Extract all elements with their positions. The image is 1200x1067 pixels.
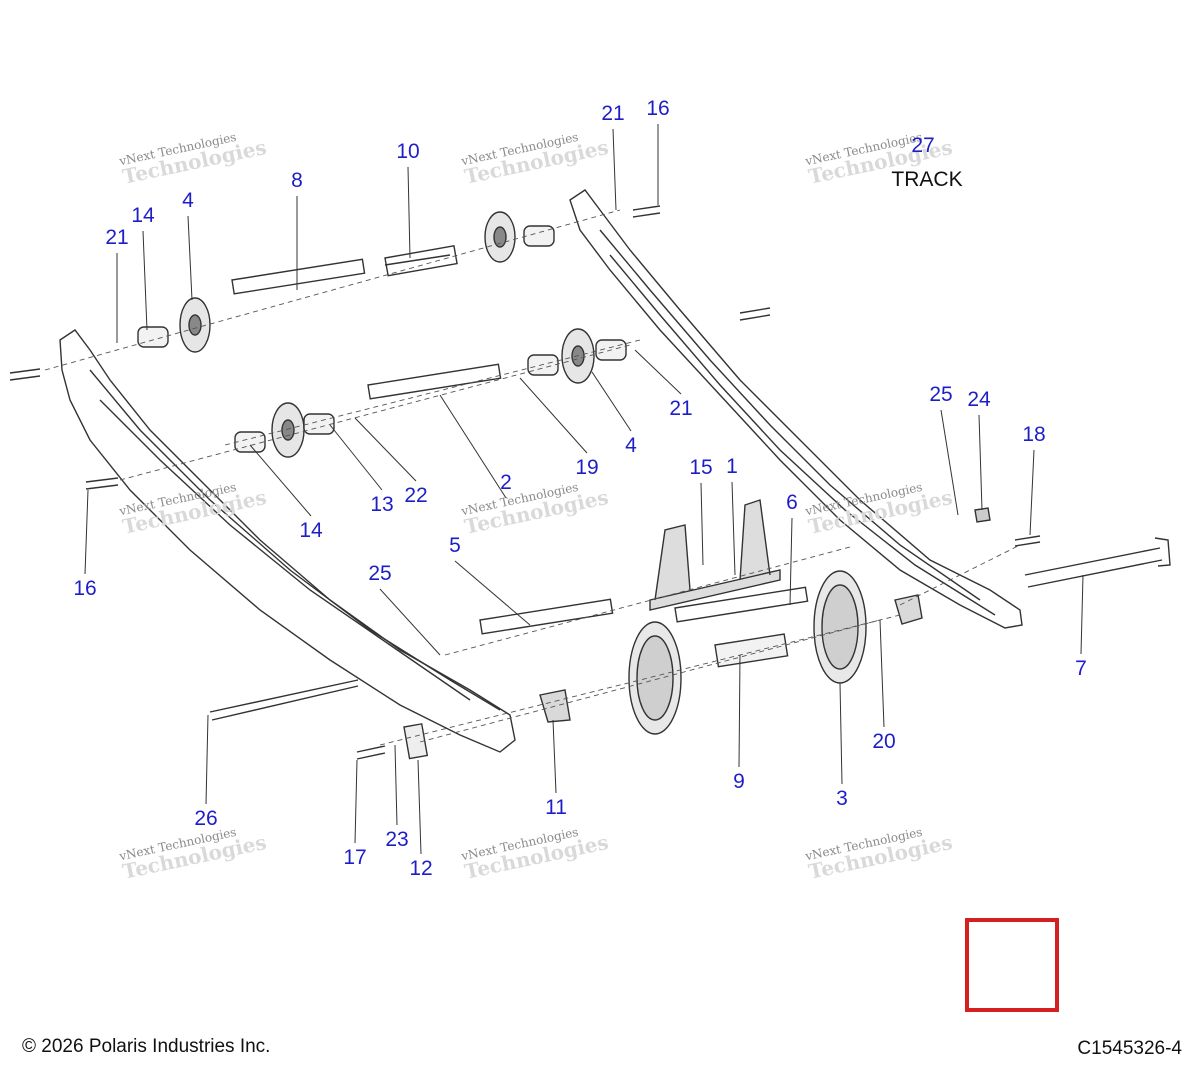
- nut-24: [974, 507, 991, 523]
- leader-line: [738, 654, 741, 768]
- bolt-16-left: [85, 477, 119, 490]
- spacer-10: [384, 245, 458, 277]
- leader-line: [1080, 574, 1084, 655]
- leader-line: [84, 489, 89, 575]
- bolt-18: [1014, 535, 1041, 547]
- callout-24[interactable]: 24: [967, 388, 991, 411]
- shaft-5: [479, 598, 614, 635]
- callout-2[interactable]: 2: [500, 471, 512, 494]
- leader-line: [249, 444, 312, 517]
- callout-8[interactable]: 8: [291, 169, 303, 192]
- callout-20[interactable]: 20: [872, 730, 896, 753]
- highlight-box: [965, 918, 1059, 1012]
- leader-line: [142, 230, 148, 331]
- callout-1[interactable]: 1: [726, 455, 738, 478]
- callout-5[interactable]: 5: [449, 534, 461, 557]
- callout-4-left[interactable]: 4: [182, 189, 194, 212]
- callout-21-left[interactable]: 21: [105, 226, 129, 249]
- leader-line: [519, 377, 588, 454]
- leader-line: [1029, 449, 1035, 536]
- bolt-right-mid: [739, 307, 771, 321]
- callout-4-right[interactable]: 4: [625, 434, 637, 457]
- upper-axle: [231, 258, 366, 295]
- callout-16-right[interactable]: 16: [646, 97, 670, 120]
- leader-line: [329, 424, 383, 491]
- callout-25-left[interactable]: 25: [368, 562, 392, 585]
- callout-9[interactable]: 9: [733, 770, 745, 793]
- callout-15[interactable]: 15: [689, 456, 713, 479]
- callout-25-right[interactable]: 25: [929, 383, 953, 406]
- callout-26[interactable]: 26: [194, 807, 218, 830]
- copyright-text: © 2026 Polaris Industries Inc.: [22, 1036, 271, 1057]
- left-rail: [59, 329, 516, 753]
- callout-21-top-right[interactable]: 21: [601, 102, 625, 125]
- end-cap-20: [894, 594, 923, 625]
- leader-line: [205, 714, 209, 805]
- drawing-number: C1545326-4: [1077, 1038, 1182, 1059]
- leader-line: [552, 719, 557, 794]
- bolt-26: [209, 679, 359, 721]
- callout-16-left[interactable]: 16: [73, 577, 97, 600]
- callout-11[interactable]: 11: [545, 796, 567, 819]
- leader-line: [789, 517, 793, 606]
- bolt-17: [356, 745, 386, 760]
- leader-line: [978, 414, 983, 511]
- leader-line: [839, 682, 843, 785]
- shaft-6: [674, 586, 809, 623]
- callout-19[interactable]: 19: [575, 456, 599, 479]
- leader-line: [417, 759, 422, 855]
- lower-axle: [367, 363, 502, 400]
- right-rail: [569, 189, 1023, 629]
- shaft-7: [1024, 537, 1171, 588]
- spacer-9: [714, 633, 789, 668]
- callout-18[interactable]: 18: [1022, 423, 1046, 446]
- leader-line: [394, 744, 398, 826]
- callout-6[interactable]: 6: [786, 491, 798, 514]
- callout-10[interactable]: 10: [396, 140, 420, 163]
- leader-line: [612, 128, 617, 211]
- leader-line: [731, 481, 736, 576]
- bracket-1: [649, 499, 781, 611]
- leader-line: [407, 166, 411, 259]
- callout-7[interactable]: 7: [1075, 657, 1087, 680]
- callout-14-top[interactable]: 14: [131, 204, 155, 227]
- leader-line: [379, 588, 441, 656]
- bolt-right-upper: [632, 205, 661, 218]
- plate-12: [403, 723, 429, 760]
- leader-line: [591, 371, 632, 432]
- leader-line: [439, 394, 507, 499]
- leader-line: [879, 619, 885, 728]
- leader-line: [634, 349, 682, 395]
- leader-line: [354, 417, 417, 482]
- callout-13[interactable]: 13: [370, 493, 394, 516]
- track-label: TRACK: [891, 168, 963, 191]
- leader-line: [454, 560, 531, 626]
- leader-line: [187, 215, 193, 301]
- callout-22[interactable]: 22: [404, 484, 428, 507]
- callout-17[interactable]: 17: [343, 846, 367, 869]
- callout-12[interactable]: 12: [409, 857, 433, 880]
- leader-line: [354, 759, 358, 844]
- leader-line: [700, 482, 704, 566]
- callout-21-mid[interactable]: 21: [669, 397, 693, 420]
- callout-23[interactable]: 23: [385, 828, 409, 851]
- bolt-left-upper: [9, 368, 41, 381]
- leader-line: [940, 409, 959, 516]
- callout-27[interactable]: 27: [911, 134, 935, 157]
- callout-14-bottom[interactable]: 14: [299, 519, 323, 542]
- callout-3[interactable]: 3: [836, 787, 848, 810]
- spacer-14-left: [137, 326, 169, 348]
